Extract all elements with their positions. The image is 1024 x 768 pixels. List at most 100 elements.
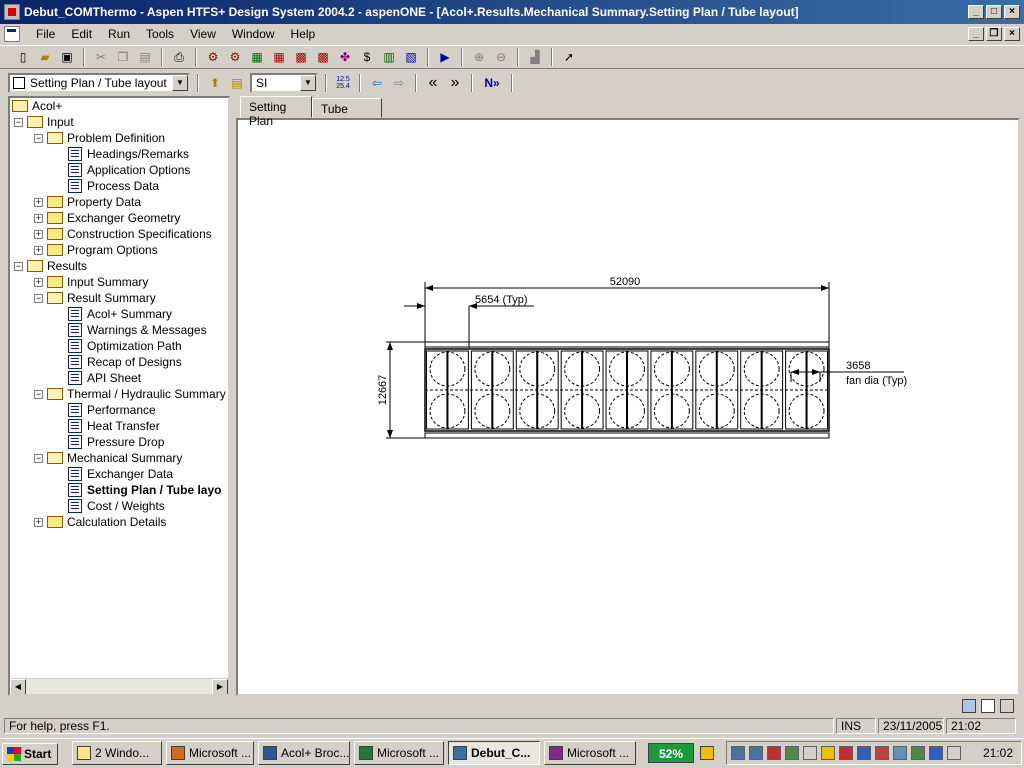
monitor-icon[interactable] [893, 746, 907, 760]
tab-tube-layout[interactable]: Tube Layout [312, 98, 382, 130]
navigation-combo[interactable]: Setting Plan / Tube layout ▼ [8, 73, 190, 93]
tab-setting-plan[interactable]: Setting Plan [240, 96, 312, 128]
tree-item-input[interactable]: − Input [14, 115, 74, 129]
tree-item-construction-specifications[interactable]: + Construction Specifications [34, 227, 212, 241]
network-icon[interactable] [731, 746, 745, 760]
app-icon[interactable] [4, 4, 20, 20]
taskbar-acol-brochure[interactable]: Acol+ Broc... [258, 741, 350, 765]
flag-icon[interactable] [981, 699, 995, 713]
new-file-icon[interactable]: ▯ [19, 50, 27, 64]
collapse-icon[interactable]: − [34, 452, 43, 463]
paste-icon[interactable]: ▤ [139, 50, 151, 64]
expand-icon[interactable]: + [34, 212, 43, 223]
menu-edit[interactable]: Edit [71, 27, 93, 41]
tree-horizontal-scrollbar[interactable]: ◀ ▶ [10, 678, 228, 694]
tree-item-problem-definition[interactable]: − Problem Definition [34, 131, 166, 145]
minimize-button[interactable]: _ [968, 5, 984, 19]
scroll-left-icon[interactable]: ◀ [10, 679, 26, 694]
up-folder-icon[interactable]: ⬆ [209, 76, 221, 90]
forward-arrow-icon[interactable]: ⇨ [393, 76, 405, 90]
navigation-tree[interactable]: Acol+ − Input − Problem Definition Headi… [8, 96, 230, 696]
taskbar-microsoft-1[interactable]: Microsoft ... [166, 741, 254, 765]
cut-icon[interactable]: ✂ [95, 50, 107, 64]
menu-view[interactable]: View [190, 27, 216, 41]
tree-item-exchanger-data[interactable]: Exchanger Data [68, 466, 173, 482]
aircooler-2-icon[interactable]: ▦ [273, 50, 285, 64]
tree-item-thermal-hydraulic-summary[interactable]: − Thermal / Hydraulic Summary [34, 387, 226, 401]
context-help-icon[interactable]: ➚ [563, 50, 575, 64]
tree-view-icon[interactable]: ▤ [231, 76, 243, 90]
run-icon[interactable]: ▶ [440, 50, 450, 64]
collapse-icon[interactable]: − [34, 292, 43, 303]
pane-splitter[interactable] [230, 96, 236, 696]
start-button[interactable]: Start [2, 742, 58, 765]
chevron-down-icon[interactable]: ▼ [172, 75, 188, 91]
print-icon[interactable]: ⎙ [174, 49, 184, 64]
tree-item-warnings-messages[interactable]: Warnings & Messages [68, 322, 207, 338]
tree-item-program-options[interactable]: + Program Options [34, 243, 158, 257]
fired-heater-icon[interactable]: ▩ [295, 50, 307, 64]
menu-tools[interactable]: Tools [146, 27, 175, 41]
expand-icon[interactable]: + [34, 516, 43, 527]
plate-exchanger-icon[interactable]: ▩ [317, 50, 329, 64]
taskbar-microsoft-2[interactable]: Microsoft ... [354, 741, 444, 765]
taskbar-debut[interactable]: Debut_C... [448, 741, 540, 765]
grid-view-icon[interactable] [962, 699, 976, 713]
heat-exchanger-2-icon[interactable]: ⚙ [229, 50, 241, 64]
units-convert-icon[interactable]: 12.5 25.4 [336, 76, 350, 90]
tree-item-headings-remarks[interactable]: Headings/Remarks [68, 146, 189, 162]
aircooler-icon[interactable]: ▦ [251, 50, 263, 64]
tree-item-optimization-path[interactable]: Optimization Path [68, 338, 182, 354]
cost-icon[interactable]: $ [363, 50, 371, 64]
taskbar-windows-group[interactable]: 2 Windo... [72, 741, 162, 765]
document-icon[interactable] [4, 26, 20, 42]
tree-item-acol-summary[interactable]: Acol+ Summary [68, 306, 172, 322]
network-2-icon[interactable] [749, 746, 763, 760]
tree-item-pressure-drop[interactable]: Pressure Drop [68, 434, 164, 450]
next-incomplete-button[interactable]: N» [484, 76, 500, 90]
export-icon[interactable]: ▧ [405, 50, 417, 64]
bluetooth-icon[interactable] [857, 746, 871, 760]
tree-item-result-summary[interactable]: − Result Summary [34, 291, 156, 305]
tree-item-calculation-details[interactable]: + Calculation Details [34, 515, 167, 529]
collapse-icon[interactable]: − [34, 132, 43, 143]
tree-item-application-options[interactable]: Application Options [68, 162, 190, 178]
tree-item-performance[interactable]: Performance [68, 402, 156, 418]
tree-item-setting-plan[interactable]: Setting Plan / Tube layo [68, 482, 221, 498]
units-combo[interactable]: SI ▼ [250, 73, 318, 93]
tree-item-root[interactable]: Acol+ [12, 98, 62, 114]
tree-item-property-data[interactable]: + Property Data [34, 195, 142, 209]
menu-help[interactable]: Help [290, 27, 316, 41]
maximize-button[interactable]: □ [986, 5, 1002, 19]
molecule-icon[interactable]: ✤ [339, 50, 351, 64]
mdi-close-button[interactable]: × [1004, 27, 1020, 41]
expand-icon[interactable]: + [34, 228, 43, 239]
tree-item-cost-weights[interactable]: Cost / Weights [68, 498, 165, 514]
zoom-out-icon[interactable]: ⊖ [495, 50, 507, 64]
expand-icon[interactable]: + [34, 276, 43, 287]
save-icon[interactable]: ▣ [61, 50, 73, 64]
taskbar-microsoft-3[interactable]: Microsoft ... [544, 741, 636, 765]
expand-icon[interactable]: + [34, 196, 43, 207]
clock-icon[interactable] [821, 746, 835, 760]
tree-item-mechanical-summary[interactable]: − Mechanical Summary [34, 451, 183, 465]
previous-form-button[interactable]: « [428, 74, 438, 91]
chart-icon[interactable]: ▟ [530, 50, 540, 64]
battery-indicator[interactable]: 52% [648, 743, 694, 763]
tree-item-process-data[interactable]: Process Data [68, 178, 159, 194]
taskbar-clock[interactable]: 21:02 [983, 746, 1014, 760]
zoom-in-icon[interactable]: ⊕ [473, 50, 485, 64]
chevron-down-icon[interactable]: ▼ [300, 75, 316, 91]
mdi-restore-button[interactable]: ❐ [986, 27, 1002, 41]
copy-icon[interactable]: ❐ [117, 50, 129, 64]
tree-item-results[interactable]: − Results [14, 259, 88, 273]
mdi-minimize-button[interactable]: _ [968, 27, 984, 41]
menu-file[interactable]: File [36, 27, 56, 41]
next-form-button[interactable]: » [450, 74, 460, 91]
menu-run[interactable]: Run [108, 27, 131, 41]
update-icon[interactable] [911, 746, 925, 760]
collapse-icon[interactable]: − [14, 260, 23, 271]
signal-icon[interactable] [785, 746, 799, 760]
info-icon[interactable] [1000, 699, 1014, 713]
tree-item-heat-transfer[interactable]: Heat Transfer [68, 418, 160, 434]
